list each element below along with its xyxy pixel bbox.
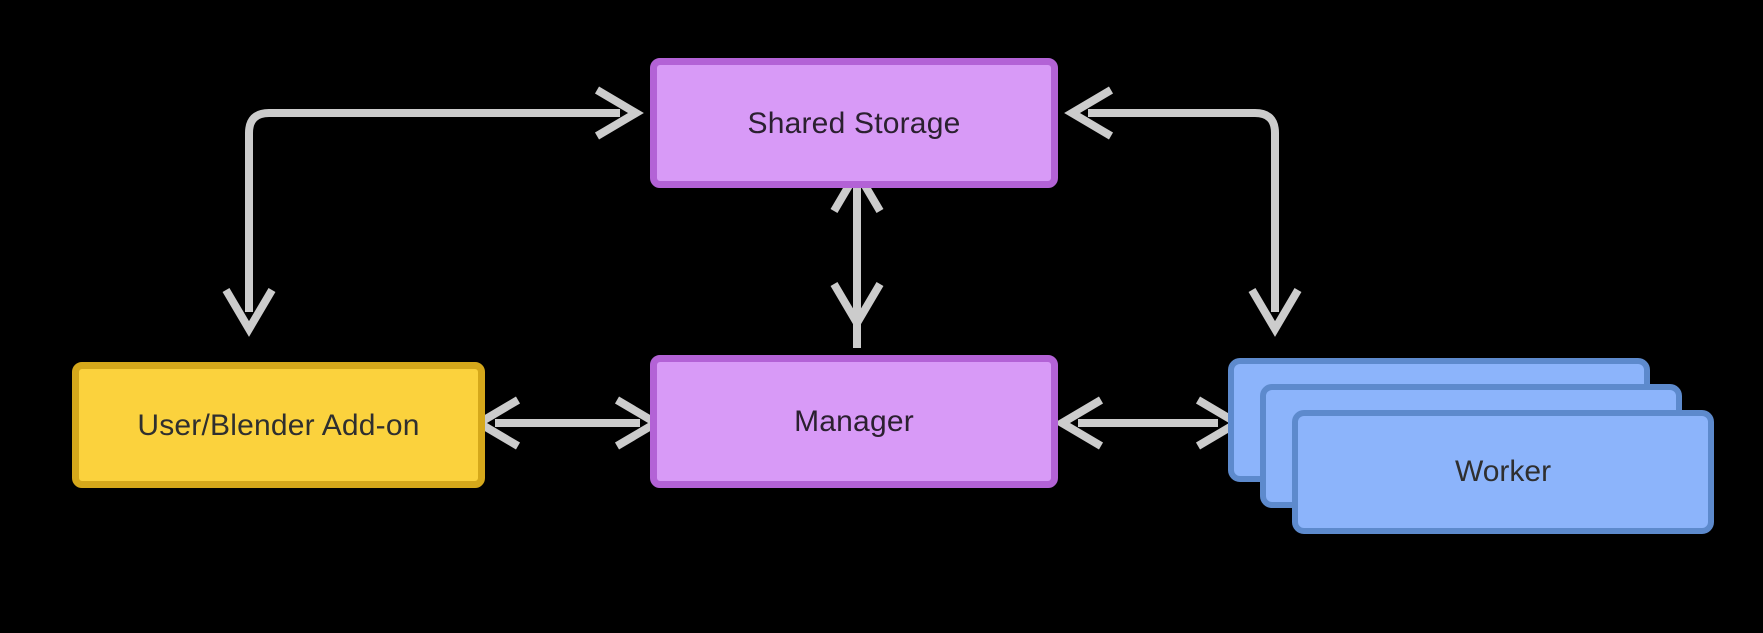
node-worker-label: Worker xyxy=(1454,455,1552,488)
edge-manager-to-worker xyxy=(1054,396,1245,450)
node-user-blender-addon-label: User/Blender Add-on xyxy=(137,408,420,442)
worker-card-front[interactable]: Worker xyxy=(1292,410,1714,534)
arrowhead-down-to-manager xyxy=(830,281,884,331)
arrowhead-left-to-manager xyxy=(1054,396,1104,450)
edge-user-to-shared-storage xyxy=(222,86,644,337)
arrowhead-into-worker-top xyxy=(1248,287,1302,337)
node-worker-stack[interactable]: Worker xyxy=(1228,358,1728,538)
node-shared-storage[interactable]: Shared Storage xyxy=(650,58,1058,188)
edge-shared-storage-to-manager xyxy=(830,164,884,348)
arrowhead-into-shared-storage-left xyxy=(594,86,644,140)
edge-user-to-manager xyxy=(471,396,664,450)
node-user-blender-addon[interactable]: User/Blender Add-on xyxy=(72,362,485,488)
arrowhead-into-user-addon xyxy=(222,287,276,337)
edge-worker-to-shared-storage xyxy=(1064,86,1302,337)
node-manager-label: Manager xyxy=(794,405,914,438)
node-shared-storage-label: Shared Storage xyxy=(747,106,961,140)
arrowhead-into-shared-storage-right xyxy=(1064,86,1114,140)
node-manager[interactable]: Manager xyxy=(650,355,1058,488)
